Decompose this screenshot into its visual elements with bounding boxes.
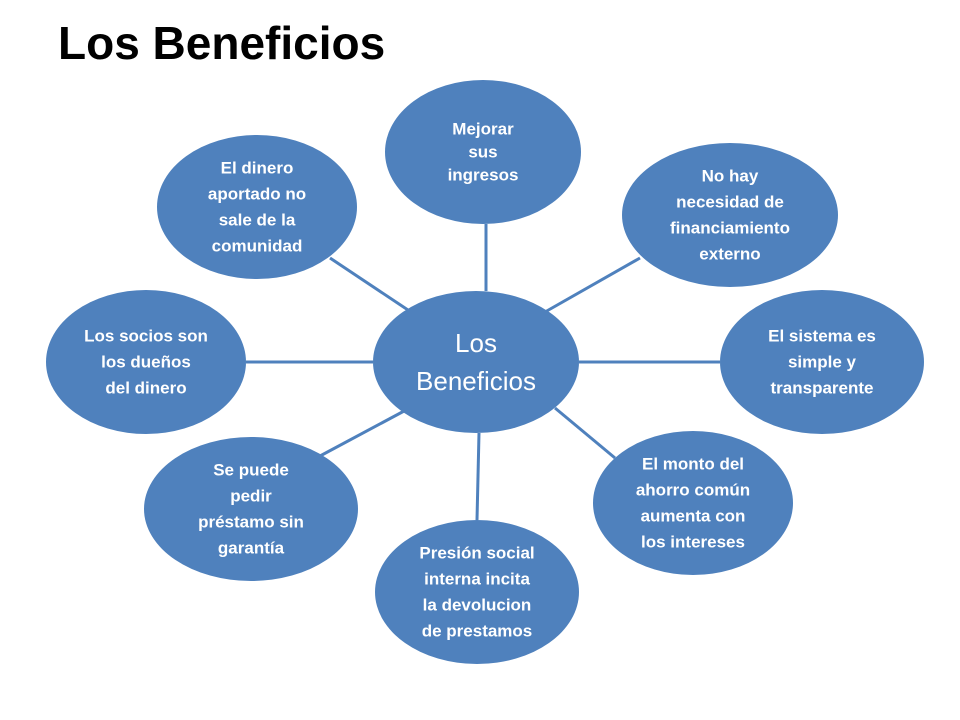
connector-presion-social [475,432,481,521]
node-sistema-simple-shape [720,290,924,434]
node-presion-social-text-line: la devolucion [423,596,532,615]
node-mejorar-ingresos-text-line: sus [468,143,497,162]
center-node-text-line: Beneficios [416,366,536,396]
node-socios-duenos-text-line: Los socios son [84,327,208,346]
node-presion-social-text-line: interna incita [424,570,530,589]
node-sistema-simple-text-line: simple y [788,353,857,372]
node-sistema-simple-text-line: El sistema es [768,327,876,346]
node-monto-ahorro-text-line: ahorro común [636,481,750,500]
node-prestamo-sin-garantia-text-line: garantía [218,539,285,558]
node-dinero-comunidad-text-line: aportado no [208,185,306,204]
node-prestamo-sin-garantia: Se puede pedir préstamo sin garantía [144,437,358,581]
node-socios-duenos-shape [46,290,246,434]
node-socios-duenos-text-line: los dueños [101,353,191,372]
node-monto-ahorro: El monto del ahorro común aumenta con los i… [593,431,793,575]
node-no-financiamiento-text-line: necesidad de [676,193,784,212]
nodes: Mejorar sus ingresos No hay necesidad de fina… [46,80,924,664]
node-presion-social-shape [375,520,579,664]
node-prestamo-sin-garantia-text-line: préstamo sin [198,513,304,532]
connector-dinero-comunidad [329,256,409,312]
node-sistema-simple: El sistema es simple y transparente [720,290,924,434]
node-no-financiamiento-shape [622,143,838,287]
node-no-financiamiento-text-line: externo [699,245,760,264]
node-dinero-comunidad-text-line: sale de la [219,211,296,230]
node-no-financiamiento-text-line: financiamiento [670,219,790,238]
node-no-financiamiento-text-line: No hay [702,167,759,186]
connector-prestamo-sin-garantia [319,408,407,458]
node-presion-social-text-line: Presión social [419,544,534,563]
node-mejorar-ingresos-text-line: Mejorar [452,120,514,139]
node-monto-ahorro-text-line: los intereses [641,533,745,552]
connector-no-financiamiento [544,256,641,314]
node-mejorar-ingresos: Mejorar sus ingresos [385,80,581,224]
center-node-shape [373,291,579,433]
node-prestamo-sin-garantia-text-line: pedir [230,487,272,506]
node-no-financiamiento: No hay necesidad de financiamiento externo [622,143,838,287]
node-monto-ahorro-shape [593,431,793,575]
node-socios-duenos-text-line: del dinero [105,379,186,398]
node-socios-duenos: Los socios son los dueños del dinero [46,290,246,434]
node-mejorar-ingresos-text-line: ingresos [448,166,519,185]
node-prestamo-sin-garantia-text-line: Se puede [213,461,289,480]
node-presion-social-text-line: de prestamos [422,622,533,641]
node-monto-ahorro-text-line: aumenta con [641,507,746,526]
node-prestamo-sin-garantia-shape [144,437,358,581]
node-dinero-comunidad: El dinero aportado no sale de la comunidad [157,135,357,279]
node-presion-social: Presión social interna incita la devolucio… [375,520,579,664]
slide-title: Los Beneficios [58,17,386,69]
node-dinero-comunidad-text-line: comunidad [212,237,303,256]
node-dinero-comunidad-text-line: El dinero [221,159,294,178]
node-sistema-simple-text-line: transparente [771,379,874,398]
node-monto-ahorro-text-line: El monto del [642,455,744,474]
connector-monto-ahorro [554,406,616,460]
center-node-text-line: Los [455,328,497,358]
node-mejorar-ingresos-shape [385,80,581,224]
node-dinero-comunidad-shape [157,135,357,279]
connectors [246,224,720,521]
